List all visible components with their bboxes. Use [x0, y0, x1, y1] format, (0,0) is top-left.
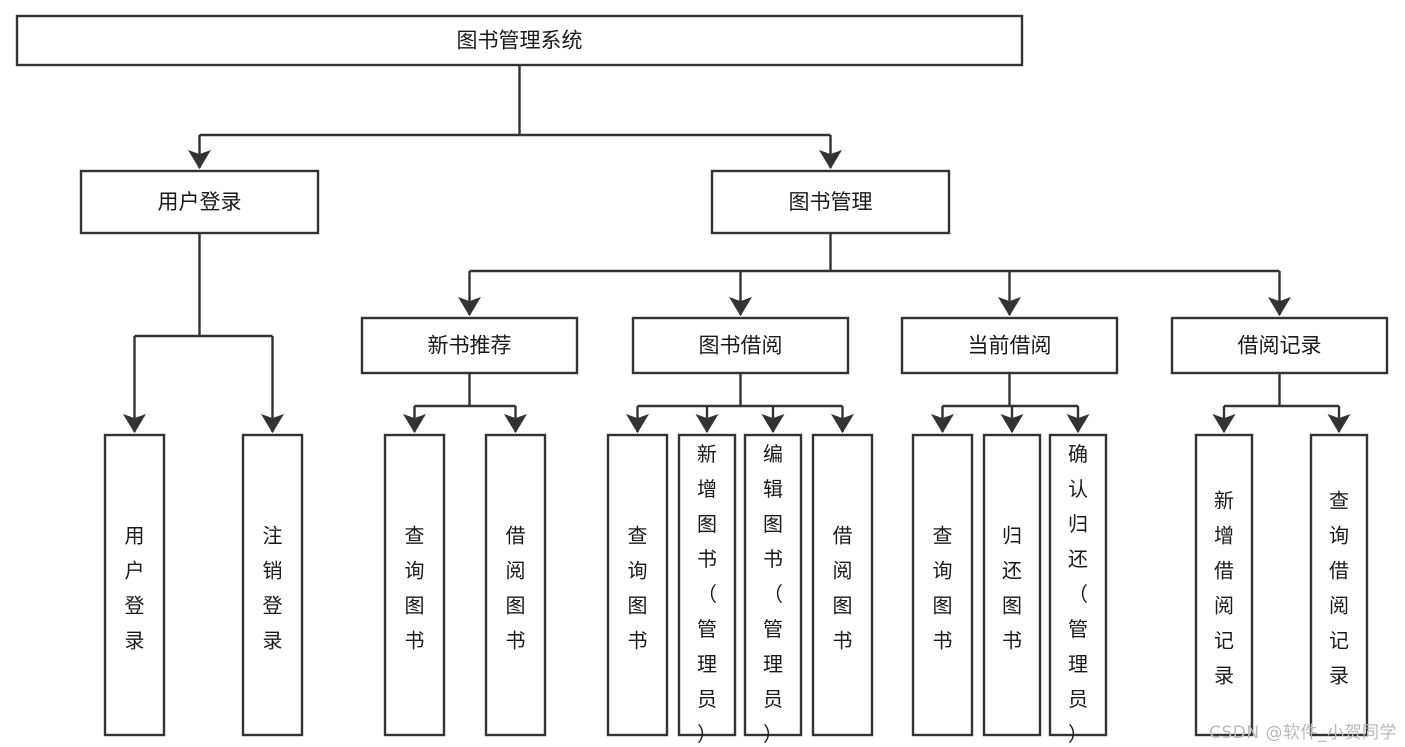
leaf-leaf-query-record-box — [1309, 433, 1369, 737]
leaf-leaf-query-record[interactable]: 查询借阅记录 — [1309, 433, 1369, 737]
leaf-leaf-borrow-book-1[interactable]: 借阅图书 — [484, 433, 547, 737]
leaf-leaf-add-record[interactable]: 新增借阅记录 — [1194, 433, 1254, 737]
node-user-login[interactable]: 用户登录 — [79, 169, 320, 235]
leaf-leaf-confirm-return-box — [1048, 433, 1108, 737]
leaf-leaf-edit-book-box — [743, 433, 803, 737]
node-current-borrow-box — [900, 316, 1119, 375]
leaf-leaf-query-book-1-box — [383, 433, 446, 737]
leaf-leaf-borrow-book-1-label: 借阅图书 — [506, 523, 526, 652]
node-book-borrow[interactable]: 图书借阅 — [631, 316, 850, 375]
leaf-leaf-query-book-2-box — [606, 433, 669, 737]
leaf-leaf-query-record-label: 查询借阅记录 — [1329, 488, 1349, 687]
node-root-label: 图书管理系统 — [457, 29, 583, 53]
leaf-leaf-query-book-1[interactable]: 查询图书 — [383, 433, 446, 737]
leaf-leaf-user-login-box — [103, 433, 166, 737]
leaf-leaf-add-book[interactable]: 新增图书（管理员） — [677, 433, 737, 746]
node-current-borrow-label: 当前借阅 — [968, 334, 1052, 358]
leaf-leaf-user-login-label: 用户登录 — [125, 523, 145, 652]
node-new-book-recommend-box — [360, 316, 579, 375]
leaf-leaf-borrow-book-2[interactable]: 借阅图书 — [811, 433, 874, 737]
node-root[interactable]: 图书管理系统 — [15, 14, 1024, 67]
leaf-leaf-user-logout-label: 注销登录 — [263, 523, 283, 652]
leaf-leaf-add-record-box — [1194, 433, 1254, 737]
node-borrow-record-label: 借阅记录 — [1238, 334, 1322, 358]
node-book-manage-box — [710, 169, 951, 235]
leaf-leaf-add-record-label: 新增借阅记录 — [1214, 488, 1234, 687]
node-book-manage[interactable]: 图书管理 — [710, 169, 951, 235]
leaf-leaf-user-logout[interactable]: 注销登录 — [241, 433, 304, 737]
leaf-leaf-edit-book[interactable]: 编辑图书（管理员） — [743, 433, 803, 746]
connector-lines — [122, 65, 1351, 434]
leaf-leaf-query-book-3-box — [911, 433, 974, 737]
leaf-leaf-return-book[interactable]: 归还图书 — [982, 433, 1042, 737]
node-borrow-record[interactable]: 借阅记录 — [1170, 316, 1389, 375]
node-new-book-recommend[interactable]: 新书推荐 — [360, 316, 579, 375]
node-root-box — [15, 14, 1024, 67]
leaf-leaf-query-book-3[interactable]: 查询图书 — [911, 433, 974, 737]
leaf-leaf-borrow-book-2-box — [811, 433, 874, 737]
leaf-leaf-add-book-label: 新增图书（管理员） — [697, 442, 717, 746]
leaf-leaf-query-book-3-label: 查询图书 — [933, 523, 953, 652]
node-book-borrow-box — [631, 316, 850, 375]
leaf-leaf-edit-book-label: 编辑图书（管理员） — [763, 442, 783, 746]
leaf-leaf-confirm-return-label: 确认归还（管理员） — [1068, 442, 1088, 746]
node-book-borrow-label: 图书借阅 — [699, 334, 783, 358]
node-new-book-recommend-label: 新书推荐 — [428, 334, 512, 358]
leaf-leaf-confirm-return[interactable]: 确认归还（管理员） — [1048, 433, 1108, 746]
leaf-leaf-query-book-1-label: 查询图书 — [405, 523, 425, 652]
node-book-manage-label: 图书管理 — [789, 190, 873, 214]
leaf-leaf-user-login[interactable]: 用户登录 — [103, 433, 166, 737]
leaf-leaf-borrow-book-1-box — [484, 433, 547, 737]
node-user-login-box — [79, 169, 320, 235]
leaf-leaf-return-book-label: 归还图书 — [1002, 523, 1022, 652]
node-current-borrow[interactable]: 当前借阅 — [900, 316, 1119, 375]
leaf-leaf-add-book-box — [677, 433, 737, 737]
leaf-leaf-borrow-book-2-label: 借阅图书 — [833, 523, 853, 652]
leaf-leaf-user-logout-box — [241, 433, 304, 737]
node-borrow-record-box — [1170, 316, 1389, 375]
leaf-leaf-query-book-2[interactable]: 查询图书 — [606, 433, 669, 737]
leaf-leaf-return-book-box — [982, 433, 1042, 737]
node-user-login-label: 用户登录 — [158, 190, 242, 214]
node-boxes: 图书管理系统用户登录图书管理新书推荐图书借阅当前借阅借阅记录用户登录注销登录查询… — [15, 14, 1389, 746]
leaf-leaf-query-book-2-label: 查询图书 — [628, 523, 648, 652]
csdn-watermark: CSDN @软件_小贺同学 — [1209, 723, 1397, 743]
